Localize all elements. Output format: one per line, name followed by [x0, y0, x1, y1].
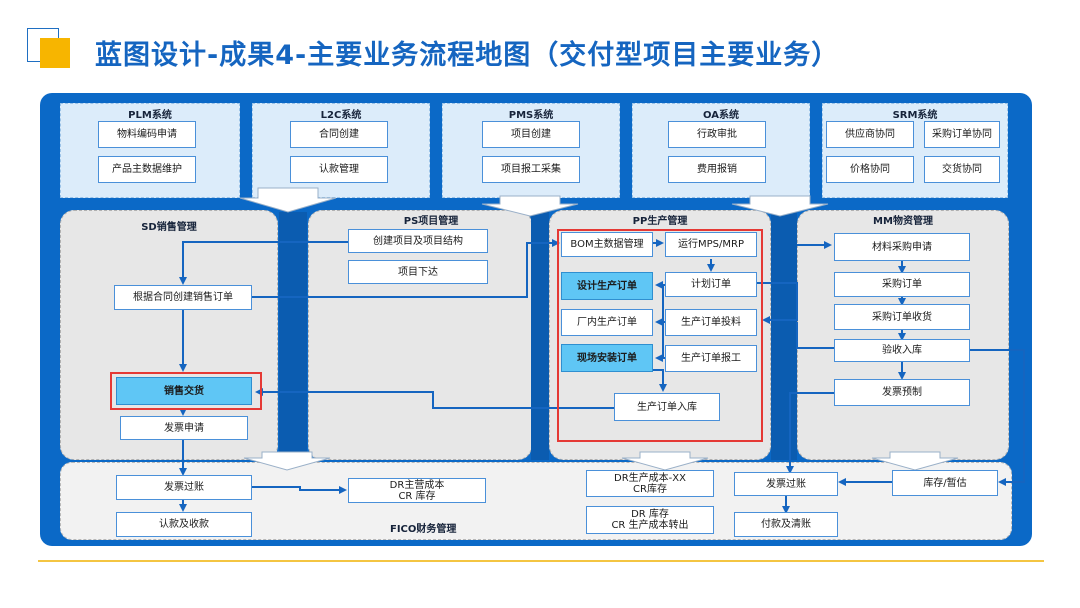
pp-planned-order-box: 计划订单: [665, 272, 757, 297]
pp-bom-box: BOM主数据管理: [561, 232, 653, 257]
ps-create-project-box: 创建项目及项目结构: [348, 229, 488, 253]
sd-invoice-box: 发票申请: [120, 416, 248, 440]
ps-release-box: 项目下达: [348, 260, 488, 284]
srm-po-box: 采购订单协同: [924, 121, 1000, 148]
pms-report-box: 项目报工采集: [482, 156, 580, 183]
pms-project-box: 项目创建: [482, 121, 580, 148]
mm-purchase-request-box: 材料采购申请: [834, 233, 970, 261]
pp-heading: PP生产管理: [632, 216, 688, 227]
l2c-contract-box: 合同创建: [290, 121, 388, 148]
srm-heading: SRM系统: [892, 110, 938, 121]
sd-heading: SD销售管理: [141, 222, 197, 233]
srm-delivery-box: 交货协同: [924, 156, 1000, 183]
oa-heading: OA系统: [703, 110, 739, 121]
footer-rule: [38, 560, 1044, 562]
pp-install-order-box: 现场安装订单: [561, 344, 653, 372]
pp-issue-box: 生产订单投料: [665, 309, 757, 336]
mm-po-receipt-box: 采购订单收货: [834, 304, 970, 330]
pms-heading: PMS系统: [508, 110, 554, 121]
l2c-panel: [252, 103, 430, 198]
fico-production-cost-box: DR生产成本-XX CR库存: [586, 470, 714, 497]
highlight-frame: [557, 229, 763, 442]
plm-material-code-box: 物料编码申请: [98, 121, 196, 148]
plm-product-master-box: 产品主数据维护: [98, 156, 196, 183]
sd-create-order-box: 根据合同创建销售订单: [114, 285, 252, 310]
pp-design-order-box: 设计生产订单: [561, 272, 653, 300]
fico-collection-box: 认款及收款: [116, 512, 252, 537]
fico-heading: FICO财务管理: [390, 524, 457, 535]
fico-ap-invoice-post-box: 发票过账: [734, 472, 838, 496]
fico-invoice-post-box: 发票过账: [116, 475, 252, 500]
l2c-heading: L2C系统: [320, 110, 362, 121]
highlight-frame: [110, 372, 262, 410]
page-title: 蓝图设计-成果4-主要业务流程地图（交付型项目主要业务）: [95, 40, 840, 71]
fico-inventory-transfer-box: DR 库存 CR 生产成本转出: [586, 506, 714, 534]
mm-heading: MM物资管理: [873, 216, 933, 227]
sd-delivery-box: 销售交货: [116, 377, 252, 405]
fico-inventory-accrual-box: 库存/暂估: [892, 470, 998, 496]
l2c-payment-box: 认款管理: [290, 156, 388, 183]
pp-inhouse-order-box: 厂内生产订单: [561, 309, 653, 336]
logo-square: [40, 38, 70, 68]
pp-goods-receipt-box: 生产订单入库: [614, 393, 720, 421]
mm-purchase-order-box: 采购订单: [834, 272, 970, 297]
ps-heading: PS项目管理: [403, 216, 459, 227]
oa-approval-box: 行政审批: [668, 121, 766, 148]
pp-mrp-box: 运行MPS/MRP: [665, 232, 757, 257]
pp-confirm-box: 生产订单报工: [665, 345, 757, 372]
oa-expense-box: 费用报销: [668, 156, 766, 183]
plm-heading: PLM系统: [128, 110, 172, 121]
srm-supplier-box: 供应商协同: [826, 121, 914, 148]
fico-payment-box: 付款及清账: [734, 512, 838, 537]
mm-invoice-preparation-box: 发票预制: [834, 379, 970, 406]
fico-cost-entry-box: DR主营成本 CR 库存: [348, 478, 486, 503]
mm-inspection-box: 验收入库: [834, 339, 970, 362]
srm-price-box: 价格协同: [826, 156, 914, 183]
